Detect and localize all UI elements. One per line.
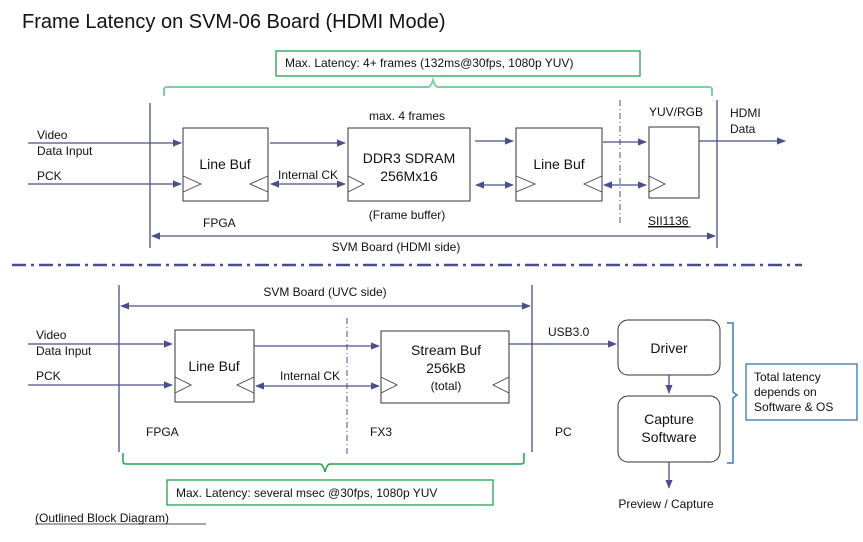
clock-input-icon <box>380 376 399 394</box>
uvc-line-buf-label: Line Buf <box>188 358 239 374</box>
hdmi-internal-ck-label: Internal CK <box>278 168 338 182</box>
uvc-input-pck-label: PCK <box>36 369 61 383</box>
hdmi-latency-note: Max. Latency: 4+ frames (132ms@30fps, 10… <box>285 56 573 70</box>
ddr-bottom-label: (Frame buffer) <box>369 208 445 222</box>
uvc-input-video-label-2: Data Input <box>36 344 92 358</box>
uvc-section: SVM Board (UVC side) Video Data Input PC… <box>28 285 858 511</box>
sii1136-label: SII1136 <box>648 214 689 228</box>
clock-output-icon <box>582 175 603 193</box>
uvc-latency-note: Max. Latency: several msec @30fps, 1080p… <box>176 486 437 500</box>
footer-caption: (Outlined Block Diagram) <box>35 511 169 525</box>
clock-input-icon <box>347 175 366 193</box>
driver-label: Driver <box>650 340 688 356</box>
ddr-label-1: DDR3 SDRAM <box>363 150 456 166</box>
stream-buf-label-1: Stream Buf <box>411 342 481 358</box>
uvc-input-video-label: Video <box>36 328 67 342</box>
ddr-label-2: 256Mx16 <box>380 168 438 184</box>
clock-input-icon <box>648 175 667 193</box>
capture-label-1: Capture <box>644 411 694 427</box>
uvc-internal-ck-label: Internal CK <box>280 369 340 383</box>
capture-label-2: Software <box>641 429 696 445</box>
hdmi-input-video-label-2: Data Input <box>37 144 93 158</box>
total-latency-brace <box>727 322 739 464</box>
hdmi-fpga-label: FPGA <box>203 216 236 230</box>
stream-buf-label-2: 256kB <box>426 360 466 376</box>
hdmi-line-buf-2-label: Line Buf <box>533 156 584 172</box>
uvc-latency-note-box <box>166 479 494 506</box>
ddr3-sdram-block <box>347 127 471 202</box>
stream-buf-label-3: (total) <box>431 379 462 393</box>
pc-label: PC <box>555 425 572 439</box>
hdmi-input-pck-label: PCK <box>37 169 62 183</box>
hdmi-board-span-label: SVM Board (HDMI side) <box>332 240 461 254</box>
hdmi-line-buf-1-label: Line Buf <box>199 156 250 172</box>
clock-output-icon <box>235 376 255 394</box>
sii1136-chip-block <box>648 126 700 199</box>
total-latency-box <box>745 363 858 421</box>
total-latency-label-1: Total latency <box>754 370 821 384</box>
uvc-fpga-label: FPGA <box>146 425 179 439</box>
fx3-label: FX3 <box>370 425 392 439</box>
uvc-latency-brace <box>122 453 525 473</box>
uvc-line-buf <box>174 329 255 403</box>
hdmi-output-label-1: HDMI <box>730 106 761 120</box>
clock-input-icon <box>182 175 203 193</box>
clock-output-icon <box>248 175 269 193</box>
hdmi-output-label-2: Data <box>730 122 756 136</box>
uvc-board-span-label: SVM Board (UVC side) <box>263 285 386 299</box>
hdmi-input-video-label: Video <box>37 128 68 142</box>
hdmi-latency-note-box <box>275 50 641 77</box>
clock-input-icon <box>174 376 193 394</box>
hdmi-line-buf-2 <box>515 127 603 202</box>
total-latency-label-3: Software & OS <box>754 400 833 414</box>
yuv-rgb-label: YUV/RGB <box>649 105 703 119</box>
hdmi-section: Max. Latency: 4+ frames (132ms@30fps, 10… <box>28 50 786 254</box>
clock-input-icon <box>515 175 537 193</box>
page-title: Frame Latency on SVM-06 Board (HDMI Mode… <box>22 11 446 33</box>
total-latency-label-2: depends on <box>754 385 817 399</box>
hdmi-latency-brace <box>163 76 713 96</box>
usb-label: USB3.0 <box>548 325 590 339</box>
hdmi-line-buf-1 <box>182 127 269 202</box>
clock-output-icon <box>491 376 510 394</box>
ddr-top-label: max. 4 frames <box>369 109 445 123</box>
stream-buf-block <box>380 330 510 404</box>
preview-capture-label: Preview / Capture <box>618 497 714 511</box>
